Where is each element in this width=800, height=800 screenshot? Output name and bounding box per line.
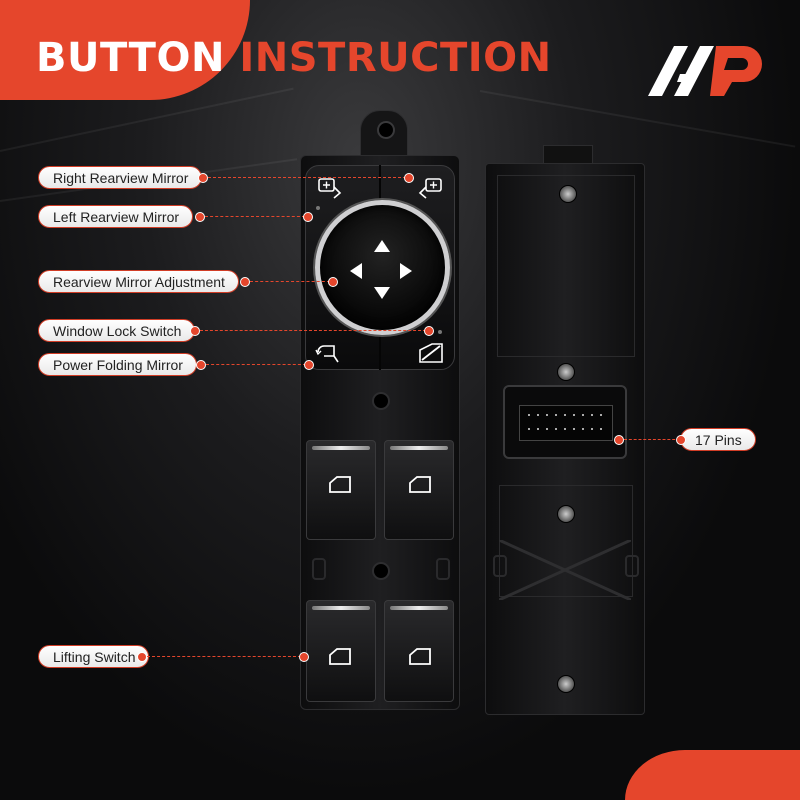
label-dot — [196, 360, 206, 370]
chrome-trim — [312, 446, 370, 450]
screw — [557, 363, 575, 381]
label-dot — [190, 326, 200, 336]
clip-notch — [493, 555, 507, 577]
clip-notch — [436, 558, 450, 580]
title-word-2: INSTRUCTION — [239, 35, 552, 81]
screw — [557, 505, 575, 523]
window-lock-icon[interactable] — [418, 342, 444, 364]
leader-line — [147, 656, 301, 657]
leader-line — [205, 216, 305, 217]
label-dot — [676, 435, 686, 445]
connector-socket — [519, 405, 613, 441]
target-dot — [614, 435, 624, 445]
label-power-folding-mirror: Power Folding Mirror — [38, 353, 197, 376]
mounting-tab — [360, 110, 408, 160]
arrow-right-icon — [400, 263, 412, 279]
target-dot — [424, 326, 434, 336]
window-icon — [329, 648, 351, 665]
clip-notch — [625, 555, 639, 577]
label-dot — [137, 652, 147, 662]
footer-accent-shape — [625, 750, 800, 800]
page-title: BUTTON INSTRUCTION — [36, 34, 552, 82]
label-lifting-switch: Lifting Switch — [38, 645, 150, 668]
indicator-led — [316, 206, 320, 210]
connector-17-pins — [503, 385, 627, 459]
a-premium-logo-icon — [648, 46, 762, 96]
clip-notch — [312, 558, 326, 580]
title-word-1: BUTTON — [36, 35, 225, 81]
chrome-trim — [390, 606, 448, 610]
window-icon — [409, 476, 431, 493]
chrome-trim — [312, 606, 370, 610]
indicator-led — [438, 330, 442, 334]
window-switch-rear-left[interactable] — [306, 600, 376, 702]
body-screw-hole — [372, 392, 390, 410]
label-rearview-mirror-adjustment: Rearview Mirror Adjustment — [38, 270, 239, 293]
label-right-rearview-mirror: Right Rearview Mirror — [38, 166, 203, 189]
arrow-down-icon — [374, 287, 390, 299]
target-dot — [404, 173, 414, 183]
mirror-adjustment-dial[interactable] — [315, 200, 450, 335]
target-dot — [328, 277, 338, 287]
label-dot — [240, 277, 250, 287]
screw — [557, 675, 575, 693]
pin-row — [528, 428, 604, 430]
target-dot — [304, 360, 314, 370]
leader-line — [200, 330, 426, 331]
switch-front-view — [300, 110, 460, 710]
arrow-left-icon — [350, 263, 362, 279]
label-dot — [195, 212, 205, 222]
left-mirror-select-icon[interactable] — [318, 178, 342, 200]
target-dot — [299, 652, 309, 662]
window-switch-rear-right[interactable] — [384, 600, 454, 702]
arrow-up-icon — [374, 240, 390, 252]
screw — [559, 185, 577, 203]
mounting-hole — [377, 121, 395, 139]
label-dot — [198, 173, 208, 183]
window-icon — [329, 476, 351, 493]
housing-rib — [497, 175, 635, 357]
label-left-rearview-mirror: Left Rearview Mirror — [38, 205, 194, 228]
pin-row — [528, 414, 604, 416]
leader-line — [250, 281, 330, 282]
leader-line — [206, 364, 306, 365]
right-mirror-select-icon[interactable] — [418, 178, 442, 200]
body-screw-hole — [372, 562, 390, 580]
chrome-trim — [390, 446, 448, 450]
target-dot — [303, 212, 313, 222]
power-folding-mirror-icon[interactable] — [314, 342, 340, 364]
housing-cross-rib — [499, 540, 631, 600]
window-switch-front-right[interactable] — [384, 440, 454, 540]
leader-line — [624, 439, 680, 440]
switch-back-view — [485, 145, 645, 715]
label-17-pins: 17 Pins — [680, 428, 756, 451]
leader-line — [208, 177, 406, 178]
window-switch-front-left[interactable] — [306, 440, 376, 540]
window-icon — [409, 648, 431, 665]
label-window-lock-switch: Window Lock Switch — [38, 319, 196, 342]
